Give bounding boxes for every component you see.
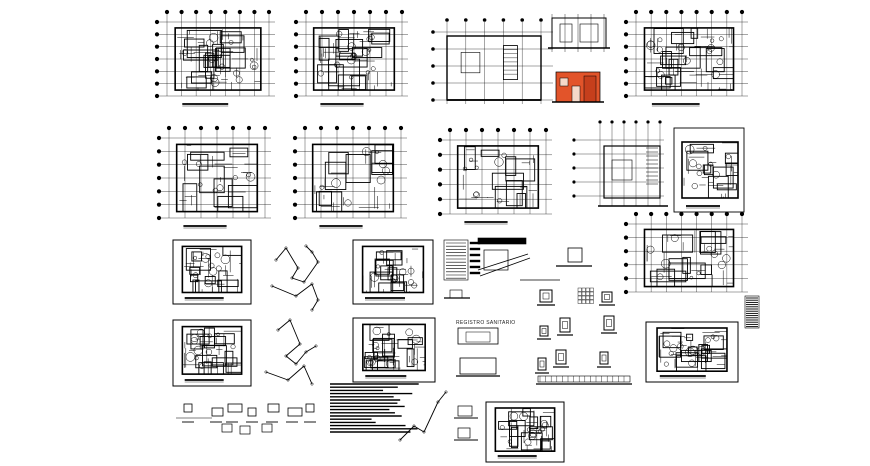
isometric-1 [274,244,320,284]
roof-plan [673,127,745,213]
isometric-3 [398,390,448,442]
electrical-plan-1 [172,319,252,387]
elevation-colored [552,71,604,103]
isometric-2 [276,318,318,366]
structural-plan-1 [156,125,271,229]
section-2 [572,120,668,207]
floor-plan-2 [293,9,408,107]
isometric-2b [264,364,314,386]
foundation-plan [623,211,748,295]
dimension-strip [744,295,760,329]
floor-plan-3 [623,9,748,107]
sanitary-plan-1 [172,239,252,305]
small-details-5 [454,405,478,441]
sanitary-plan-2 [352,239,434,305]
notes-block [330,383,419,433]
legend-table [443,239,481,281]
registro-details [456,315,632,385]
floor-plan-1 [154,9,275,107]
bottom-plan [485,401,565,463]
structural-plan-2 [292,125,407,229]
details-group [444,237,615,306]
section-small [548,14,610,52]
electrical-plan-2 [352,317,436,383]
isometric-1b [270,282,320,312]
elevation-front [431,18,553,104]
registro-sanitario-label: REGISTRO SANITARIO [456,320,516,326]
symbols-group [176,403,316,435]
electrical-plan-3 [645,321,739,383]
structural-plan-3 [437,127,552,225]
